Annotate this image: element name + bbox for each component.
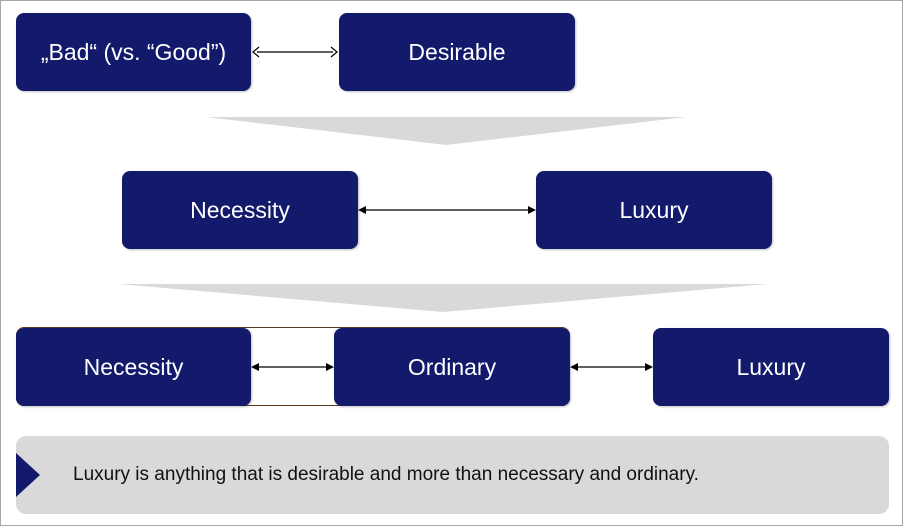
- conclusion-bar: Luxury is anything that is desirable and…: [16, 436, 889, 514]
- necessity-box-row3: Necessity: [16, 328, 251, 406]
- desirable-label: Desirable: [408, 38, 506, 65]
- bad-vs-good-box: „Bad“ (vs. “Good”): [16, 13, 251, 91]
- double-arrow-row1: [252, 46, 338, 58]
- necessity-label-row2: Necessity: [190, 196, 290, 223]
- double-arrow-row3-left: [251, 363, 334, 371]
- double-arrow-row2: [358, 206, 536, 214]
- necessity-box-row2: Necessity: [122, 171, 358, 249]
- luxury-box-row2: Luxury: [536, 171, 772, 249]
- luxury-box-row3: Luxury: [653, 328, 889, 406]
- necessity-label-row3: Necessity: [83, 353, 184, 380]
- desirable-box: Desirable: [339, 13, 575, 91]
- funnel-arrow-1: [206, 117, 686, 145]
- triangle-bullet-icon: [16, 453, 40, 497]
- funnel-arrow-2: [118, 284, 768, 312]
- ordinary-label: Ordinary: [407, 353, 497, 380]
- conclusion-text: Luxury is anything that is desirable and…: [73, 464, 699, 485]
- bad-vs-good-label: „Bad“ (vs. “Good”): [40, 38, 227, 65]
- luxury-label-row3: Luxury: [736, 353, 806, 380]
- double-arrow-row3-right: [570, 363, 653, 371]
- luxury-label-row2: Luxury: [619, 196, 689, 223]
- ordinary-box: Ordinary: [334, 328, 570, 406]
